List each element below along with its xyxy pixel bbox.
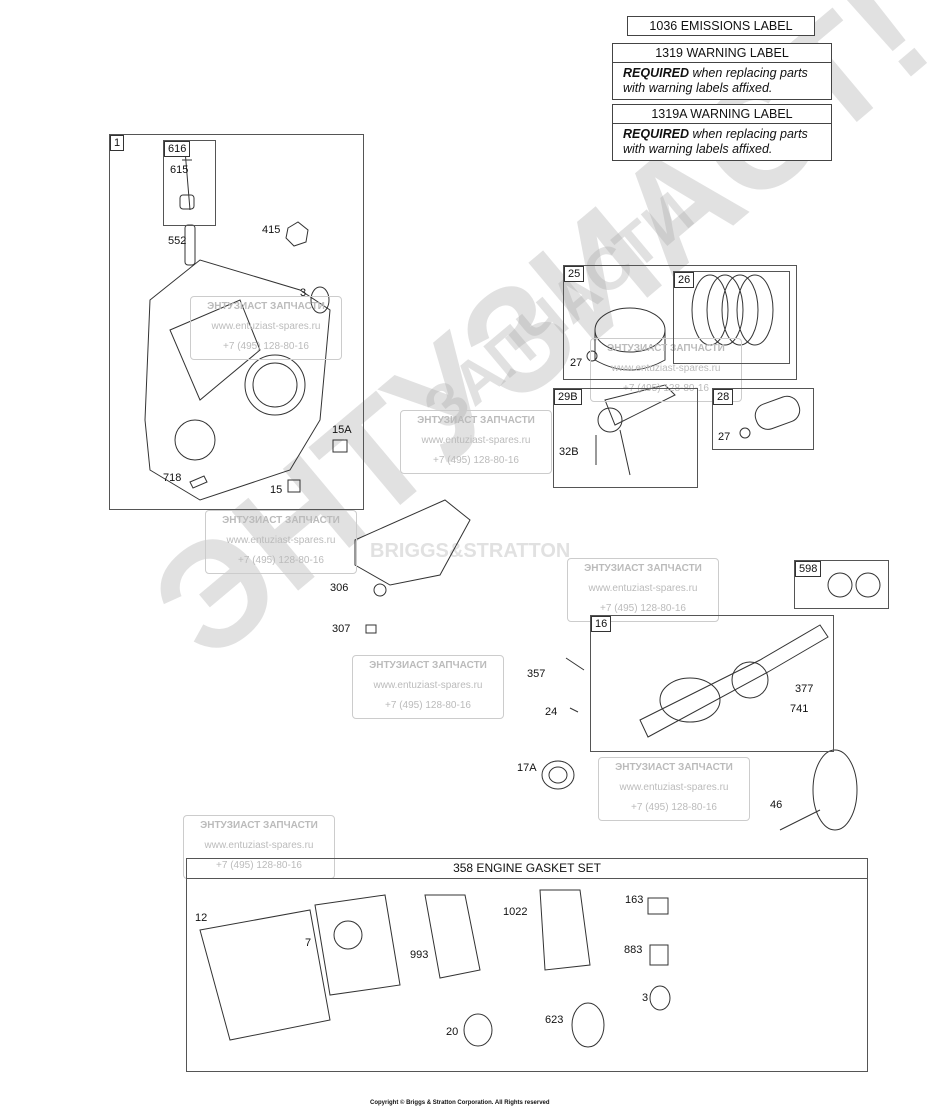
callout-29b: 29B [554,389,582,405]
part-1022: 1022 [503,906,528,918]
part-741: 741 [790,703,809,715]
stamp-phone: +7 (495) 128-80-16 [631,802,717,813]
part-24: 24 [545,706,558,718]
part-883: 883 [624,944,643,956]
stamp-url: www.entuziast-spares.ru [373,680,483,691]
part-15: 15 [270,484,283,496]
watermark-stamp: ЭНТУЗИАСТ ЗАПЧАСТИ www.entuziast-spares.r… [567,558,719,622]
stamp-phone: +7 (495) 128-80-16 [223,341,309,352]
stamp-phone: +7 (495) 128-80-16 [385,700,471,711]
watermark-stamp: ЭНТУЗИАСТ ЗАПЧАСТИ www.entuziast-spares.r… [190,296,342,360]
group-box-1 [109,134,364,510]
stamp-url: www.entuziast-spares.ru [619,782,729,793]
callout-16: 16 [591,616,612,632]
stamp-name: ЭНТУЗИАСТ ЗАПЧАСТИ [607,343,725,354]
part-12: 12 [195,912,208,924]
required-text: REQUIRED [623,127,689,141]
part-357: 357 [527,668,546,680]
stamp-phone: +7 (495) 128-80-16 [433,455,519,466]
warning-text: when replacing parts with warning labels… [623,127,808,156]
gasket-set-title: 358 ENGINE GASKET SET [187,859,867,879]
part-27: 27 [570,357,583,369]
stamp-name: ЭНТУЗИАСТ ЗАПЧАСТИ [615,762,733,773]
stamp-phone: +7 (495) 128-80-16 [600,603,686,614]
part-17a: 17A [517,762,537,774]
stamp-url: www.entuziast-spares.ru [211,321,321,332]
warning-title: 1319 WARNING LABEL [613,44,831,63]
callout-1: 1 [110,135,125,151]
stamp-name: ЭНТУЗИАСТ ЗАПЧАСТИ [200,820,318,831]
stamp-url: www.entuziast-spares.ru [611,363,721,374]
watermark-stamp: ЭНТУЗИАСТ ЗАПЧАСТИ www.entuziast-spares.r… [598,757,750,821]
stamp-name: ЭНТУЗИАСТ ЗАПЧАСТИ [369,660,487,671]
gasket-set-box: 358 ENGINE GASKET SET [186,858,868,1072]
part-307: 307 [332,623,351,635]
part-552: 552 [168,235,187,247]
emissions-label: 1036 EMISSIONS LABEL [627,16,815,36]
part-20: 20 [446,1026,459,1038]
watermark-stamp: ЭНТУЗИАСТ ЗАПЧАСТИ www.entuziast-spares.r… [205,510,357,574]
stamp-phone: +7 (495) 128-80-16 [238,555,324,566]
warning-label-1319: 1319 WARNING LABEL REQUIRED when replacin… [612,43,832,100]
group-box-26 [673,271,790,364]
stamp-name: ЭНТУЗИАСТ ЗАПЧАСТИ [222,515,340,526]
stamp-url: www.entuziast-spares.ru [204,840,314,851]
callout-616: 616 [164,141,191,157]
part-3: 3 [642,992,649,1004]
stamp-url: www.entuziast-spares.ru [588,583,698,594]
part-718: 718 [163,472,182,484]
warning-label-1319a: 1319A WARNING LABEL REQUIRED when replaci… [612,104,832,161]
part-993: 993 [410,949,429,961]
watermark-stamp: ЭНТУЗИАСТ ЗАПЧАСТИ www.entuziast-spares.r… [400,410,552,474]
warning-text: when replacing parts with warning labels… [623,66,808,95]
callout-28: 28 [713,389,734,405]
watermark-stamp: ЭНТУЗИАСТ ЗАПЧАСТИ www.entuziast-spares.r… [352,655,504,719]
group-box-16 [590,615,834,752]
part-163: 163 [625,894,644,906]
group-box-29b [553,388,698,488]
callout-26: 26 [674,272,695,288]
group-box-598 [794,560,889,609]
stamp-phone: +7 (495) 128-80-16 [216,860,302,871]
callout-598: 598 [795,561,822,577]
part-32b: 32B [559,446,579,458]
part-623: 623 [545,1014,564,1026]
copyright: Copyright © Briggs & Stratton Corporatio… [370,1100,550,1106]
stamp-url: www.entuziast-spares.ru [226,535,336,546]
stamp-name: ЭНТУЗИАСТ ЗАПЧАСТИ [207,301,325,312]
warning-title: 1319A WARNING LABEL [613,105,831,124]
part-3: 3 [300,287,307,299]
part-615: 615 [170,164,189,176]
group-box-616 [163,140,216,226]
stamp-name: ЭНТУЗИАСТ ЗАПЧАСТИ [584,563,702,574]
part-7: 7 [305,937,312,949]
emissions-label-title: 1036 EMISSIONS LABEL [649,19,793,33]
stamp-name: ЭНТУЗИАСТ ЗАПЧАСТИ [417,415,535,426]
part-46: 46 [770,799,783,811]
group-box-28 [712,388,814,450]
part-415: 415 [262,224,281,236]
part-377: 377 [795,683,814,695]
callout-25: 25 [564,266,585,282]
part-306: 306 [330,582,349,594]
group-box-25 [563,265,797,380]
part-15a: 15A [332,424,352,436]
required-text: REQUIRED [623,66,689,80]
stamp-url: www.entuziast-spares.ru [421,435,531,446]
part-27: 27 [718,431,731,443]
